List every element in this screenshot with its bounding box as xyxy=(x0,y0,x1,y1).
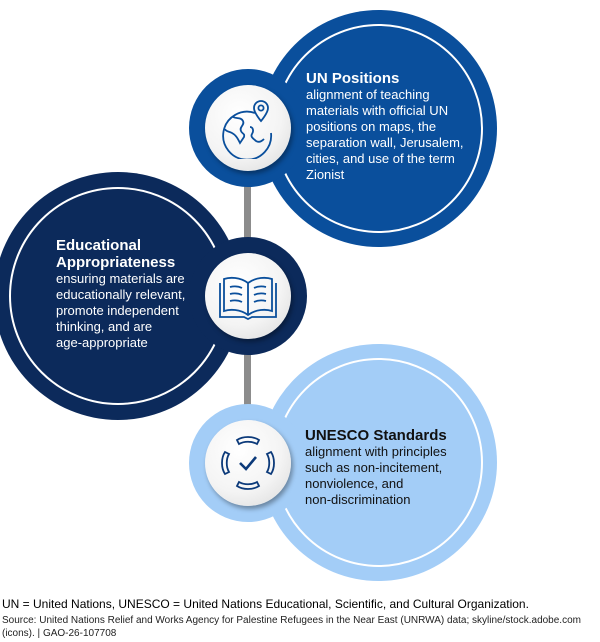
educational-appropriateness-title: Educational xyxy=(56,237,142,254)
educational-appropriateness-icon-badge xyxy=(189,237,307,355)
description-line: alignment with principles xyxy=(305,444,447,459)
educational-appropriateness-text: Educational Appropriateness ensuring mat… xyxy=(56,237,185,351)
description-line: alignment of teaching xyxy=(306,87,430,102)
description-line: nonviolence, and xyxy=(305,476,404,491)
description-line: such as non-incitement, xyxy=(305,460,443,475)
unesco-standards-text: UNESCO Standards alignment with principl… xyxy=(305,427,447,508)
hands-circle-checkmark-icon xyxy=(221,436,275,490)
open-book-icon xyxy=(219,276,277,321)
description-line: age-appropriate xyxy=(56,335,148,350)
description-line: positions on maps, the xyxy=(306,119,437,134)
description-line: thinking, and are xyxy=(56,319,153,334)
globe-location-pin-icon xyxy=(222,100,273,159)
description-line: Zionist xyxy=(306,167,345,182)
description-line: promote independent xyxy=(56,303,179,318)
un-positions-icon-badge xyxy=(189,69,307,187)
description-line: educationally relevant, xyxy=(56,287,186,302)
un-positions-text: UN Positions alignment of teaching mater… xyxy=(306,70,464,183)
description-line: ensuring materials are xyxy=(56,271,185,286)
unesco-standards-title: UNESCO Standards xyxy=(305,427,447,444)
abbreviations-note: UN = United Nations, UNESCO = United Nat… xyxy=(2,597,529,611)
source-note: Source: United Nations Relief and Works … xyxy=(2,615,581,639)
educational-appropriateness-title: Appropriateness xyxy=(56,254,176,271)
description-line: separation wall, Jerusalem, xyxy=(306,135,464,150)
un-positions-title: UN Positions xyxy=(306,70,400,87)
description-line: non-discrimination xyxy=(305,492,411,507)
description-line: materials with official UN xyxy=(306,103,449,118)
description-line: cities, and use of the term xyxy=(306,151,455,166)
unesco-standards-icon-badge xyxy=(189,404,307,522)
